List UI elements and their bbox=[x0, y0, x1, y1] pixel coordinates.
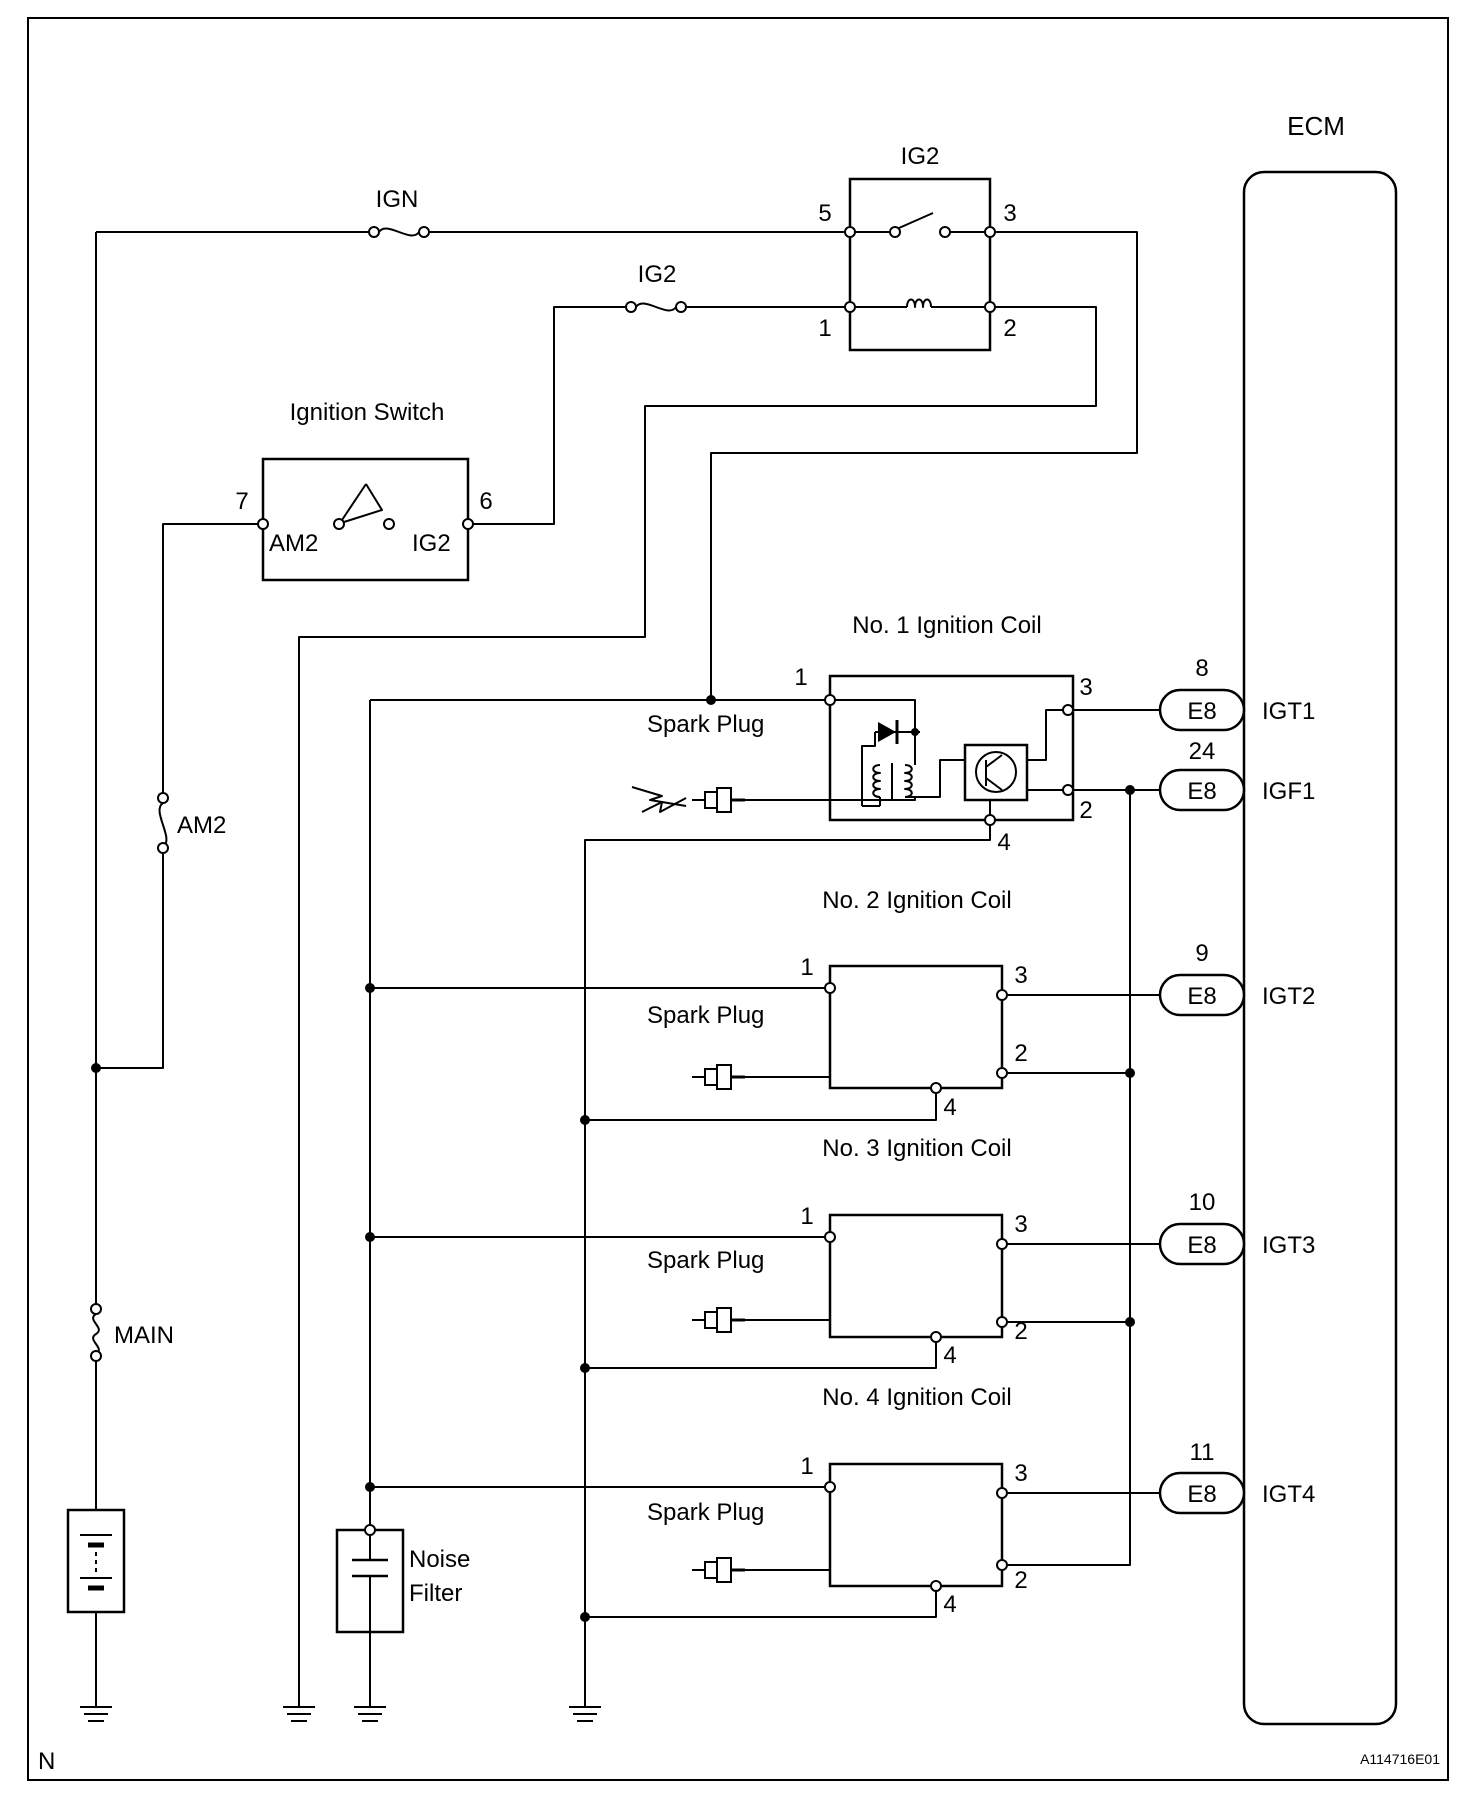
signal-label: IGT4 bbox=[1262, 1481, 1315, 1508]
ignition-switch-title: Ignition Switch bbox=[290, 399, 445, 426]
relay-pin-2: 2 bbox=[1003, 315, 1016, 342]
ground-symbol-battery bbox=[80, 1706, 112, 1722]
connector-pin: 10 bbox=[1189, 1189, 1216, 1216]
coil-2-pin-3: 3 bbox=[1014, 962, 1027, 989]
main-fusible-link: MAIN bbox=[90, 1303, 174, 1362]
coil-1-spark-plug-label: Spark Plug bbox=[647, 711, 764, 738]
ignition-switch-pin-7: 7 bbox=[235, 488, 248, 515]
coil-4-pin-4: 4 bbox=[943, 1591, 956, 1618]
ecm-connector-igt2: E8 9 IGT2 bbox=[1158, 940, 1315, 1017]
ign-fuse: IGN bbox=[368, 186, 430, 238]
connector-label: E8 bbox=[1187, 698, 1216, 725]
relay-output-wiring bbox=[298, 231, 1160, 1707]
ecm-title: ECM bbox=[1287, 111, 1345, 141]
coil-2-spark-plug-icon bbox=[692, 1064, 745, 1090]
connector-label: E8 bbox=[1187, 778, 1216, 805]
connector-label: E8 bbox=[1187, 1232, 1216, 1259]
ignition-switch-ig2-label: IG2 bbox=[412, 530, 451, 557]
coil-4-spark-plug-label: Spark Plug bbox=[647, 1499, 764, 1526]
am2-fuse: AM2 bbox=[157, 792, 226, 854]
coil-3-pin-1: 1 bbox=[800, 1203, 813, 1230]
main-fuse-label: MAIN bbox=[114, 1322, 174, 1349]
diagram-frame bbox=[27, 17, 1449, 1781]
relay-title: IG2 bbox=[901, 143, 940, 170]
corner-mark: N bbox=[38, 1748, 55, 1775]
coil-1-pin-2: 2 bbox=[1079, 797, 1092, 824]
coil-1-spark-plug-icon bbox=[692, 787, 745, 813]
battery-symbol bbox=[66, 1508, 126, 1614]
coil-3-pin-4: 4 bbox=[943, 1342, 956, 1369]
figure-id: A114716E01 bbox=[1360, 1751, 1440, 1767]
coil-2-pin-2: 2 bbox=[1014, 1040, 1027, 1067]
connector-pin: 24 bbox=[1189, 738, 1216, 765]
ground-symbol-relay bbox=[283, 1706, 315, 1722]
ignition-coil-2: No. 2 Ignition Coil 1 3 2 4 Spark Plug bbox=[647, 887, 1028, 1121]
ignition-switch-pin-6: 6 bbox=[479, 488, 492, 515]
signal-label: IGT3 bbox=[1262, 1232, 1315, 1259]
ignition-switch-am2-label: AM2 bbox=[269, 530, 318, 557]
ecm-connector-igt3: E8 10 IGT3 bbox=[1158, 1189, 1315, 1266]
connector-pin: 8 bbox=[1195, 655, 1208, 682]
coil-2-pin-4: 4 bbox=[943, 1094, 956, 1121]
coil-1-pin-4: 4 bbox=[997, 829, 1010, 856]
ecm-connector-igt1: E8 8 IGT1 bbox=[1158, 655, 1315, 732]
ignition-coil-3: No. 3 Ignition Coil 1 3 2 4 Spark Plug bbox=[647, 1135, 1028, 1369]
coil-3-pin-3: 3 bbox=[1014, 1211, 1027, 1238]
coil-4-title: No. 4 Ignition Coil bbox=[822, 1384, 1011, 1411]
coil-4-spark-plug-icon bbox=[692, 1557, 745, 1583]
coil-1-pin-3: 3 bbox=[1079, 674, 1092, 701]
coil-3-spark-plug-icon bbox=[692, 1307, 745, 1333]
coil-4-pin-3: 3 bbox=[1014, 1460, 1027, 1487]
power-supply-wiring bbox=[91, 231, 850, 1707]
ground-symbol-noise-filter bbox=[354, 1706, 386, 1722]
ig2-fuse-label: IG2 bbox=[638, 261, 677, 288]
ig2-relay: IG2 5 3 1 2 bbox=[818, 143, 1017, 352]
ignition-coil-1: No. 1 Ignition Coil 1 3 2 4 bbox=[631, 612, 1093, 856]
ecm-body bbox=[1242, 170, 1398, 1726]
coil-2-title: No. 2 Ignition Coil bbox=[822, 887, 1011, 914]
coil-4-pin-2: 2 bbox=[1014, 1567, 1027, 1594]
spark-discharge-icon bbox=[631, 786, 687, 813]
ecm: ECM bbox=[1242, 111, 1398, 1726]
coil-4-pin-1: 1 bbox=[800, 1453, 813, 1480]
coil-2-pin-1: 1 bbox=[800, 954, 813, 981]
connector-pin: 9 bbox=[1195, 940, 1208, 967]
connector-label: E8 bbox=[1187, 983, 1216, 1010]
noise-filter-label-1: Noise bbox=[409, 1546, 470, 1573]
coil-2-spark-plug-label: Spark Plug bbox=[647, 1002, 764, 1029]
noise-filter-label-2: Filter bbox=[409, 1580, 462, 1607]
coil-3-pin-2: 2 bbox=[1014, 1318, 1027, 1345]
connector-pin: 11 bbox=[1190, 1439, 1215, 1466]
relay-pin-5: 5 bbox=[818, 200, 831, 227]
am2-fuse-label: AM2 bbox=[177, 812, 226, 839]
signal-label: IGT1 bbox=[1262, 698, 1315, 725]
coil-3-title: No. 3 Ignition Coil bbox=[822, 1135, 1011, 1162]
ecm-connector-igt4: E8 11 IGT4 bbox=[1158, 1439, 1315, 1515]
signal-label: IGF1 bbox=[1262, 778, 1315, 805]
ignition-coil-4: No. 4 Ignition Coil 1 3 2 4 Spark Plug bbox=[647, 1384, 1028, 1618]
ign-fuse-label: IGN bbox=[376, 186, 419, 213]
coil-1-pin-1: 1 bbox=[794, 664, 807, 691]
connector-label: E8 bbox=[1187, 1481, 1216, 1508]
ecm-connector-igf1: E8 24 IGF1 bbox=[1158, 738, 1315, 812]
relay-pin-1: 1 bbox=[818, 315, 831, 342]
noise-filter: Noise Filter bbox=[335, 1524, 470, 1707]
ignition-switch: Ignition Switch 7 6 AM2 IG2 bbox=[235, 399, 493, 582]
ig2-feed-wiring: IG2 bbox=[473, 261, 850, 525]
coil-3-spark-plug-label: Spark Plug bbox=[647, 1247, 764, 1274]
relay-pin-3: 3 bbox=[1003, 200, 1016, 227]
ground-symbol-coils bbox=[569, 1706, 601, 1722]
coil-1-title: No. 1 Ignition Coil bbox=[852, 612, 1041, 639]
signal-label: IGT2 bbox=[1262, 983, 1315, 1010]
